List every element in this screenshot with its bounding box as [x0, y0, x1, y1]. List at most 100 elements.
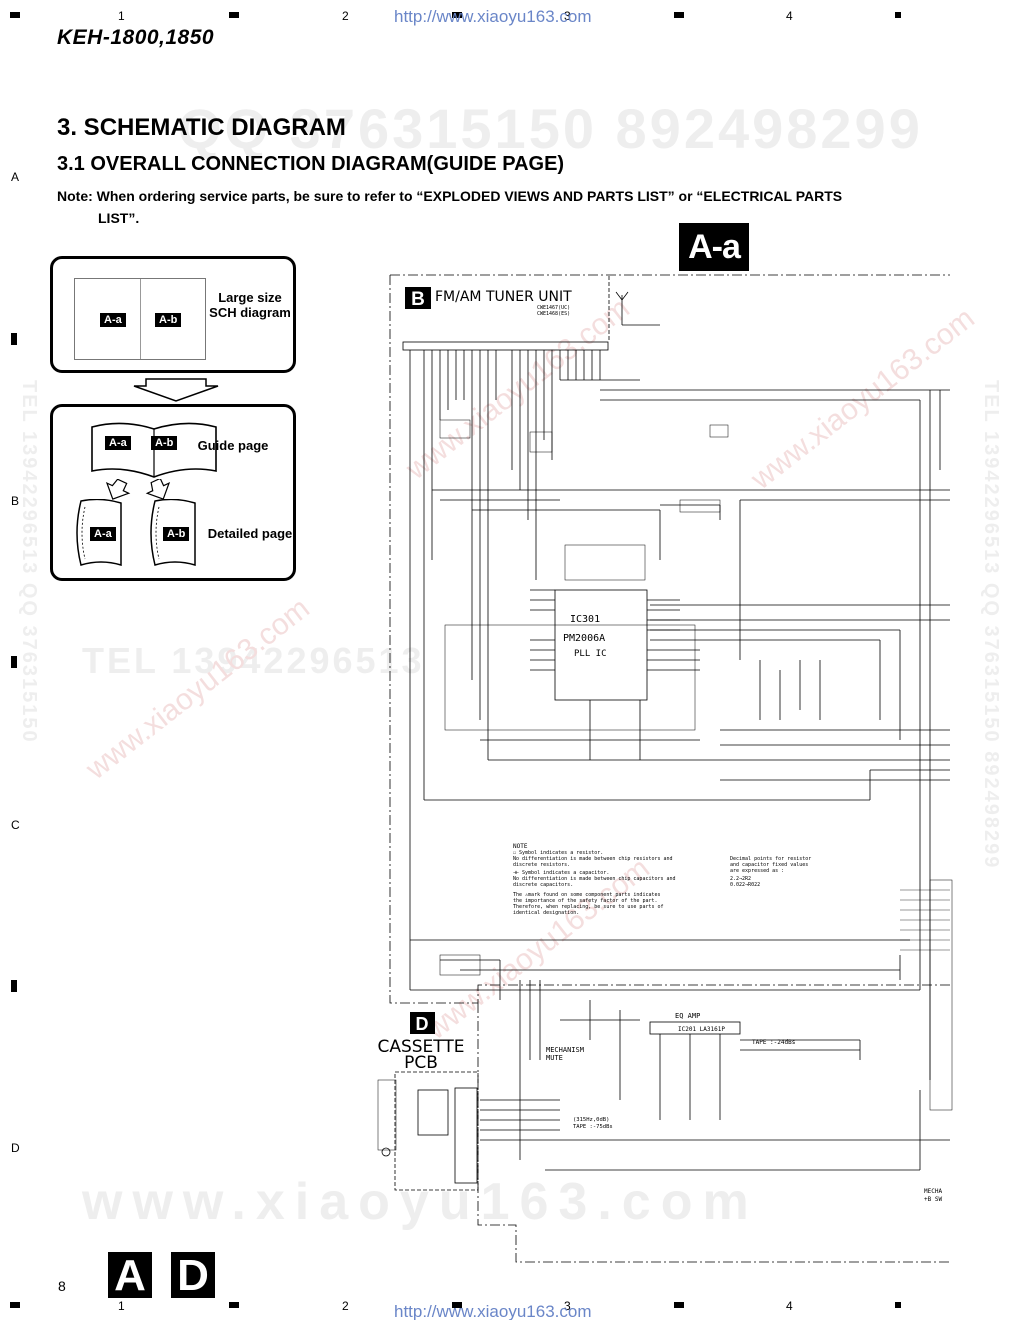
schematic-note-line-9: Therefore, when replacing, be sure to us…	[513, 904, 664, 910]
ic301-part: PM2006A	[563, 633, 605, 644]
chip-a-a-large: A-a	[100, 313, 126, 327]
schematic-note-line-1: ☐ Symbol indicates a resistor.	[513, 850, 603, 856]
chip-a-b-large: A-b	[155, 313, 182, 327]
schematic-note-line-7: The ⚠mark found on some component parts …	[513, 892, 661, 898]
ordering-note: Note: When ordering service parts, be su…	[57, 185, 927, 229]
ordering-note-line2: LIST”.	[98, 210, 140, 226]
detailed-page-label: Detailed page	[207, 526, 293, 541]
grid-col-1-top: 1	[118, 9, 125, 23]
cassette-border-right	[477, 1003, 950, 1263]
schematic-note-line-8: the importance of the safety factor of t…	[513, 898, 658, 904]
cassette-connector	[454, 1087, 478, 1184]
grid-mark-row-3	[11, 980, 17, 992]
ic301-desc: PLL IC	[574, 649, 607, 659]
mechanism-mute-label-2: MUTE	[546, 1054, 563, 1062]
section-tab-d: D	[171, 1252, 215, 1300]
ic301-label: IC301	[570, 614, 600, 625]
grid-col-3-top: 3	[564, 9, 571, 23]
chip-a-a-detail: A-a	[90, 527, 116, 541]
sheet-badge-a-a: A-a	[679, 223, 749, 271]
grid-mark-row-2	[11, 656, 17, 668]
grid-row-c: C	[11, 818, 20, 832]
schematic-note-line-2: No differentiation is made between chip …	[513, 856, 673, 862]
grid-mark-bottom-0	[10, 1302, 20, 1308]
grid-mark-top-1	[229, 12, 239, 18]
cassette-title-2: PCB	[404, 1053, 438, 1073]
section-tab-a: A	[108, 1252, 152, 1300]
grid-col-4-bottom: 4	[786, 1299, 793, 1313]
page-number: 8	[58, 1278, 66, 1294]
antenna-symbol	[615, 291, 629, 310]
grid-col-2-bottom: 2	[342, 1299, 349, 1313]
grid-mark-row-1	[11, 333, 17, 345]
cassette-letter: D	[416, 1014, 429, 1034]
header-url[interactable]: http://www.xiaoyu163.com	[394, 7, 592, 26]
grid-mark-bottom-4	[895, 1302, 901, 1308]
grid-mark-top-0	[10, 12, 20, 18]
grid-mark-bottom-2	[452, 1302, 462, 1308]
cassette-pcb-outline	[394, 1071, 479, 1191]
section-title: 3. SCHEMATIC DIAGRAM	[57, 114, 346, 141]
large-size-label: Large size SCH diagram	[209, 290, 291, 320]
right-connector-block	[929, 879, 953, 1111]
grid-row-d: D	[11, 1141, 20, 1155]
schematic-note-title: NOTE	[513, 843, 528, 850]
ordering-note-line1: Note: When ordering service parts, be su…	[57, 188, 843, 204]
guide-detailed-panel: A-a A-b Guide page A-a A-b Detailed page	[50, 404, 296, 581]
cassette-motor-symbol	[381, 1147, 391, 1157]
schematic-note-line-3: discrete resistors.	[513, 862, 570, 868]
ic201-label: IC201 LA3161P	[678, 1026, 725, 1033]
grid-col-1-bottom: 1	[118, 1299, 125, 1313]
chip-a-b-guide: A-b	[151, 436, 178, 450]
decimal-note-line-2: and capacitor fixed values	[730, 862, 808, 868]
eq-amp-label: EQ AMP	[675, 1012, 700, 1020]
schematic-note-line-5: No differentiation is made between chip …	[513, 876, 676, 882]
tuner-pin-wires	[409, 350, 601, 990]
mechanism-mute-label-1: MECHANISM	[546, 1046, 584, 1054]
ic301-pin-block	[444, 624, 696, 731]
b-sw-label: +B SW	[924, 1196, 942, 1203]
subsection-title: 3.1 OVERALL CONNECTION DIAGRAM(GUIDE PAG…	[57, 153, 565, 175]
ic201-body	[649, 1021, 741, 1035]
chip-a-b-detail: A-b	[163, 527, 190, 541]
cassette-head-block	[417, 1089, 449, 1136]
grid-mark-top-2	[452, 12, 462, 18]
large-sheet-icon: A-a A-b	[74, 278, 206, 360]
grid-col-3-bottom: 3	[564, 1299, 571, 1313]
tuner-letter-box	[405, 287, 431, 309]
grid-col-2-top: 2	[342, 9, 349, 23]
split-arrows-icon	[105, 479, 171, 500]
tape-freq-label-2: TAPE :-75dBs	[573, 1124, 613, 1130]
chip-a-a-guide: A-a	[105, 436, 131, 450]
tuner-letter: B	[411, 289, 425, 310]
tuner-pin-header	[402, 341, 609, 351]
watermark-site-bottom: www.xiaoyu163.com	[82, 1173, 759, 1231]
footer-url[interactable]: http://www.xiaoyu163.com	[394, 1302, 592, 1320]
grid-row-b: B	[11, 494, 20, 508]
schematic-note-line-6: discrete capacitors.	[513, 882, 573, 888]
large-size-guide-panel: A-a A-b Large size SCH diagram	[50, 256, 296, 373]
grid-row-a: A	[11, 170, 20, 184]
schematic-note-line-10: identical designation.	[513, 910, 579, 916]
tape-level-label: TAPE :-24dBs	[752, 1039, 796, 1046]
tuner-unit-border-left	[389, 275, 950, 1004]
schematic-note-line-4: ⊣⊢ Symbol indicates a capacitor.	[513, 870, 609, 876]
cassette-letter-box	[410, 1012, 435, 1034]
down-arrow-icon	[133, 378, 219, 402]
large-sheet-divider	[140, 279, 141, 359]
watermark-tel-mid: TEL 13942296513	[82, 640, 425, 681]
tuner-title: FM/AM TUNER UNIT	[435, 289, 572, 305]
grid-col-4-top: 4	[786, 9, 793, 23]
grid-mark-bottom-1	[229, 1302, 239, 1308]
tuner-sub-1: CWE1467(UC)	[537, 305, 570, 311]
decimal-note-line-4: 2.2→2R2	[730, 876, 751, 882]
guide-page-label: Guide page	[197, 438, 269, 453]
grid-mark-top-4	[895, 12, 901, 18]
decimal-note-line-3: are expressed as :	[730, 868, 784, 874]
tape-freq-label-1: (315Hz,0dB)	[573, 1117, 609, 1123]
watermark-qq-top: QQ 376315150 892498299	[178, 97, 923, 160]
decimal-note-line-1: Decimal points for resistor	[730, 856, 811, 862]
grid-mark-top-3	[674, 12, 684, 18]
tuner-sub-2: CWE1468(ES)	[537, 311, 570, 317]
